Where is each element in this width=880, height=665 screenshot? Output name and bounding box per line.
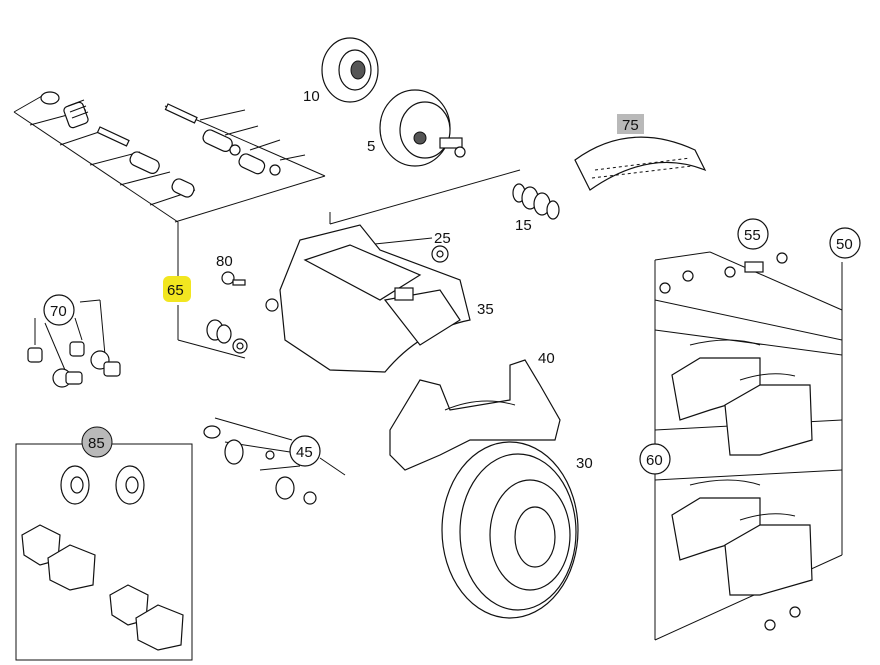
callout-45 — [289, 435, 321, 467]
label-30: 30 — [576, 455, 593, 472]
part-5-adjuster: 5 — [367, 89, 466, 167]
part-80-bolt: 80 — [216, 253, 246, 286]
leader-5-frame — [329, 169, 521, 225]
label-80: 80 — [216, 253, 233, 270]
label-55: 55 — [744, 227, 761, 244]
label-15: 15 — [515, 217, 532, 234]
part-75-plate: 75 — [574, 114, 707, 191]
label-5: 5 — [367, 138, 375, 155]
label-65: 65 — [167, 282, 184, 299]
label-25: 25 — [434, 230, 451, 247]
pads-panel: 50 55 60 — [639, 218, 861, 641]
part-45-seals: 45 — [203, 417, 346, 505]
label-40: 40 — [538, 350, 555, 367]
label-70: 70 — [50, 303, 67, 320]
label-85: 85 — [88, 435, 105, 452]
part-65-guide-kit: 65 — [163, 276, 248, 354]
callout-85 — [81, 426, 113, 458]
label-35: 35 — [477, 301, 494, 318]
badge-65 — [163, 276, 191, 302]
label-60: 60 — [646, 452, 663, 469]
callout-50 — [829, 227, 861, 259]
part-30-disc: 30 — [441, 441, 593, 619]
label-75: 75 — [622, 117, 639, 134]
label-50: 50 — [836, 236, 853, 253]
part-85-kit: 85 — [15, 426, 193, 661]
part-40-carrier: 40 — [389, 350, 561, 471]
part-15-boot: 15 — [512, 183, 560, 234]
label-10: 10 — [303, 88, 320, 105]
part-10-cover: 10 — [303, 37, 379, 105]
label-45: 45 — [296, 444, 313, 461]
part-70-sleeves: 70 — [27, 294, 121, 388]
callout-55 — [737, 218, 769, 250]
callout-70 — [43, 294, 75, 326]
callout-60 — [639, 443, 671, 475]
part-25-nut: 25 — [364, 230, 451, 263]
pin-parts — [40, 91, 281, 198]
badge-75 — [617, 114, 644, 134]
part-35-caliper: 35 — [265, 224, 494, 373]
